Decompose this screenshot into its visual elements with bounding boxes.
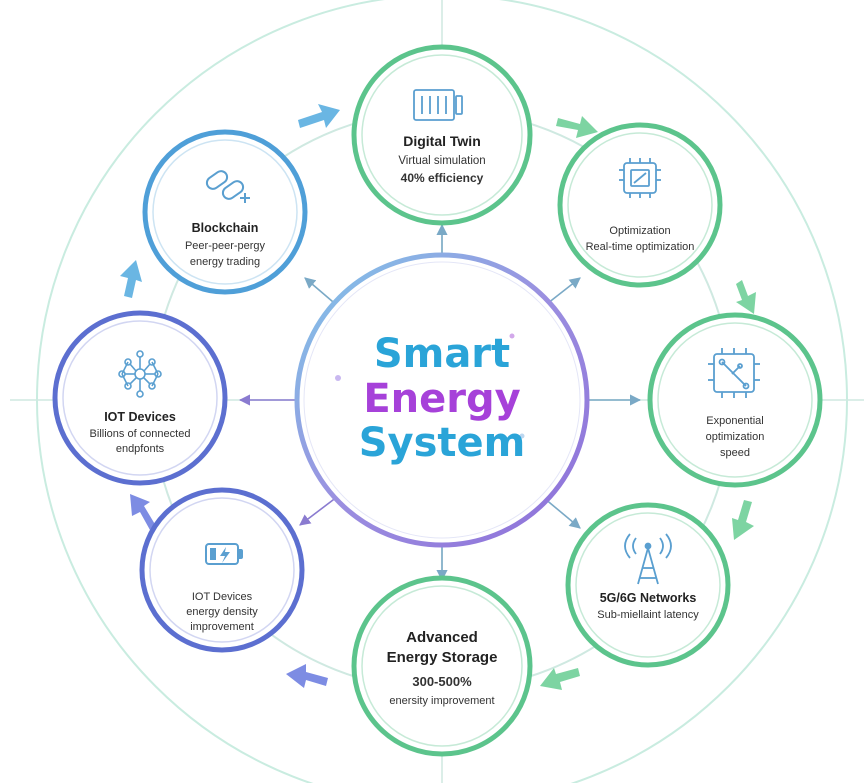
blockchain-line1: Peer-peer-pergy (185, 240, 266, 252)
optimization-line2: Real-time optimization (586, 241, 695, 253)
digital-twin-line2: 40% efficiency (401, 171, 484, 185)
center-title-line1: Smart (374, 331, 510, 377)
optimization-line1: Optimization (609, 225, 670, 237)
storage-line2: enersity improvement (389, 695, 494, 707)
flow-arrow-battery-to-iot (130, 494, 156, 530)
flow-arrows (120, 104, 756, 690)
node-quantum[interactable]: Exponential optimization speed (647, 312, 823, 488)
center-title-line2: Energy (363, 376, 520, 422)
digital-twin-title: Digital Twin (403, 133, 481, 149)
battery-line2: energy density (186, 606, 258, 618)
networks-title: 5G/6G Networks (600, 591, 697, 605)
digital-twin-line1: Virtual simulation (398, 155, 485, 167)
node-battery[interactable]: IOT Devices energy density improvement (139, 487, 305, 653)
circuit-chip-icon (708, 348, 760, 398)
node-networks[interactable]: 5G/6G Networks Sub-miellaint latency (565, 502, 731, 668)
flow-arrow-quantum-to-networks (732, 500, 754, 540)
networks-line1: Sub-miellaint latency (597, 609, 699, 621)
digital-twin-icon (413, 89, 463, 121)
battery-line3: improvement (190, 621, 254, 633)
iot-title: IOT Devices (104, 410, 176, 424)
center-title-line3: System (359, 420, 526, 466)
center-hub: Smart Energy System (294, 252, 590, 548)
quantum-line2: optimization (706, 431, 765, 443)
flow-arrow-optimization-to-quantum (736, 280, 756, 314)
neural-network-icon (118, 350, 162, 398)
battery-icon (205, 543, 243, 565)
blockchain-line2: energy trading (190, 256, 260, 268)
node-storage[interactable]: Advanced Energy Storage 300-500% enersit… (351, 575, 533, 757)
battery-line1: IOT Devices (192, 591, 253, 603)
blockchain-title: Blockchain (192, 221, 259, 235)
chain-link-icon (205, 170, 250, 203)
storage-title-line1: Advanced (406, 629, 478, 646)
flow-arrow-iot-to-blockchain (120, 260, 142, 298)
iot-line2: endpfonts (116, 443, 165, 455)
quantum-line3: speed (720, 447, 750, 459)
quantum-line1: Exponential (706, 415, 764, 427)
flow-arrow-twin-to-optimization (556, 116, 598, 138)
flow-arrow-blockchain-to-twin (298, 104, 340, 128)
iot-line1: Billions of connected (90, 428, 191, 440)
node-iot[interactable]: IOT Devices Billions of connected endpfo… (52, 310, 228, 486)
flow-arrow-networks-to-storage (540, 668, 580, 690)
node-blockchain[interactable]: Blockchain Peer-peer-pergy energy tradin… (142, 129, 308, 295)
node-digital-twin[interactable]: Digital Twin Virtual simulation 40% effi… (351, 44, 533, 226)
storage-title-line2: Energy Storage (387, 649, 498, 666)
antenna-tower-icon (624, 533, 672, 585)
storage-line1: 300-500% (412, 674, 472, 689)
processor-chip-icon (619, 158, 661, 198)
node-optimization[interactable]: Optimization Real-time optimization (557, 122, 723, 288)
flow-arrow-storage-to-battery (286, 664, 328, 688)
